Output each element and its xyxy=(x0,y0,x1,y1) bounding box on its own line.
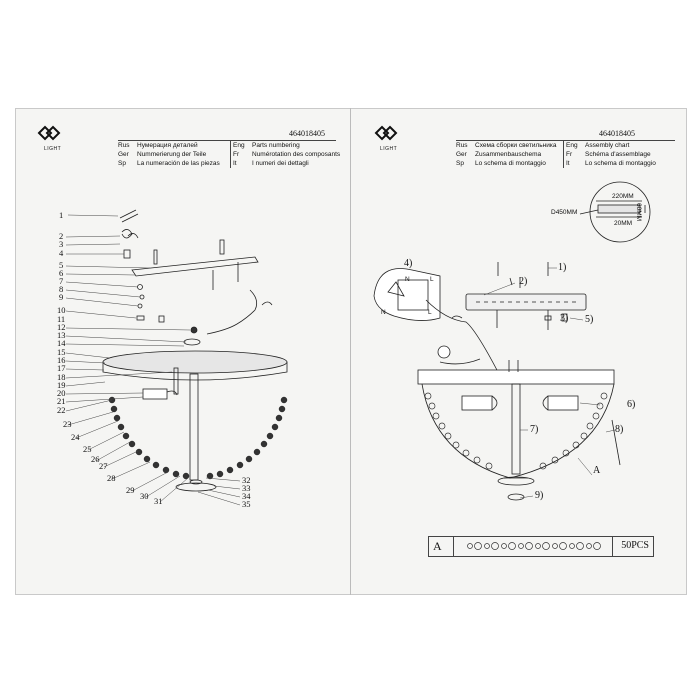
part-number: 14 xyxy=(57,338,66,348)
part-number: 6 xyxy=(59,268,64,278)
part-number: 11 xyxy=(57,314,66,324)
wire-label-l: L xyxy=(430,276,434,283)
part-number: 32 xyxy=(242,475,251,485)
legend-label: A xyxy=(433,539,442,553)
part-number: 9 xyxy=(59,292,64,302)
part-number: 23 xyxy=(63,419,72,429)
chain-label: A xyxy=(593,465,601,476)
part-number: 30 xyxy=(140,491,149,501)
part-number: 26 xyxy=(91,454,100,464)
step-label: 8) xyxy=(615,424,624,435)
step-label: 2) xyxy=(519,276,528,287)
step-label: 4) xyxy=(404,258,413,269)
product-code: 464018405 xyxy=(289,129,325,138)
part-number: 2 xyxy=(59,231,64,241)
part-number: 8 xyxy=(59,284,64,294)
part-number: 21 xyxy=(57,396,66,406)
wire-label-l: L xyxy=(428,309,432,316)
product-code: 464018405 xyxy=(599,129,635,138)
brand-logo-icon xyxy=(374,125,398,141)
wire-label-n: N xyxy=(405,276,410,283)
part-number: 17 xyxy=(57,363,66,373)
part-number: 4 xyxy=(59,248,64,258)
part-number: 10 xyxy=(57,305,66,315)
wire-label-n: N xyxy=(381,309,386,316)
part-number: 5 xyxy=(59,260,64,270)
header-rule xyxy=(118,140,336,141)
parts-exploded-drawing xyxy=(65,209,288,506)
manual-spread xyxy=(15,108,687,595)
part-number: 33 xyxy=(242,483,251,493)
legend-divider xyxy=(453,537,454,556)
step-label: 1) xyxy=(558,262,567,273)
logo-text: LIGHT xyxy=(44,146,62,152)
logo-text: LIGHT xyxy=(380,146,398,152)
dim-bar: 20MM xyxy=(614,220,633,227)
brand-logo-icon xyxy=(37,125,61,141)
dim-height: 60MM xyxy=(635,203,642,222)
step-label: 6) xyxy=(627,399,636,410)
part-number: 1 xyxy=(59,210,64,220)
part-number: 31 xyxy=(154,496,163,506)
part-number: 25 xyxy=(83,444,92,454)
part-number: 3 xyxy=(59,239,64,249)
part-number: 29 xyxy=(126,485,135,495)
part-number: 15 xyxy=(57,347,66,357)
part-number: 7 xyxy=(59,276,64,286)
header-divider xyxy=(563,141,564,168)
part-number: 13 xyxy=(57,330,66,340)
part-number: 16 xyxy=(57,355,66,365)
legend-divider xyxy=(612,537,613,556)
chain-legend-box: A 50PCS xyxy=(428,536,654,557)
dim-diameter: D450MM xyxy=(551,209,578,216)
part-number: 12 xyxy=(57,322,66,332)
part-number: 19 xyxy=(57,380,66,390)
part-number: 34 xyxy=(242,491,251,501)
part-number: 18 xyxy=(57,372,66,382)
part-number: 27 xyxy=(99,461,108,471)
step-label: 7) xyxy=(530,424,539,435)
part-number: 20 xyxy=(57,388,66,398)
part-number: 28 xyxy=(107,473,116,483)
part-number: 35 xyxy=(242,499,251,509)
legend-count: 50PCS xyxy=(621,540,649,551)
header-divider xyxy=(230,141,231,168)
header-rule xyxy=(456,140,675,141)
dim-width: 220MM xyxy=(612,193,634,200)
page-fold xyxy=(350,108,351,595)
part-number: 24 xyxy=(71,432,80,442)
part-number: 22 xyxy=(57,405,66,415)
step-label: 5) xyxy=(585,314,594,325)
step-label: 9) xyxy=(535,490,544,501)
step-label: 3) xyxy=(560,313,569,324)
